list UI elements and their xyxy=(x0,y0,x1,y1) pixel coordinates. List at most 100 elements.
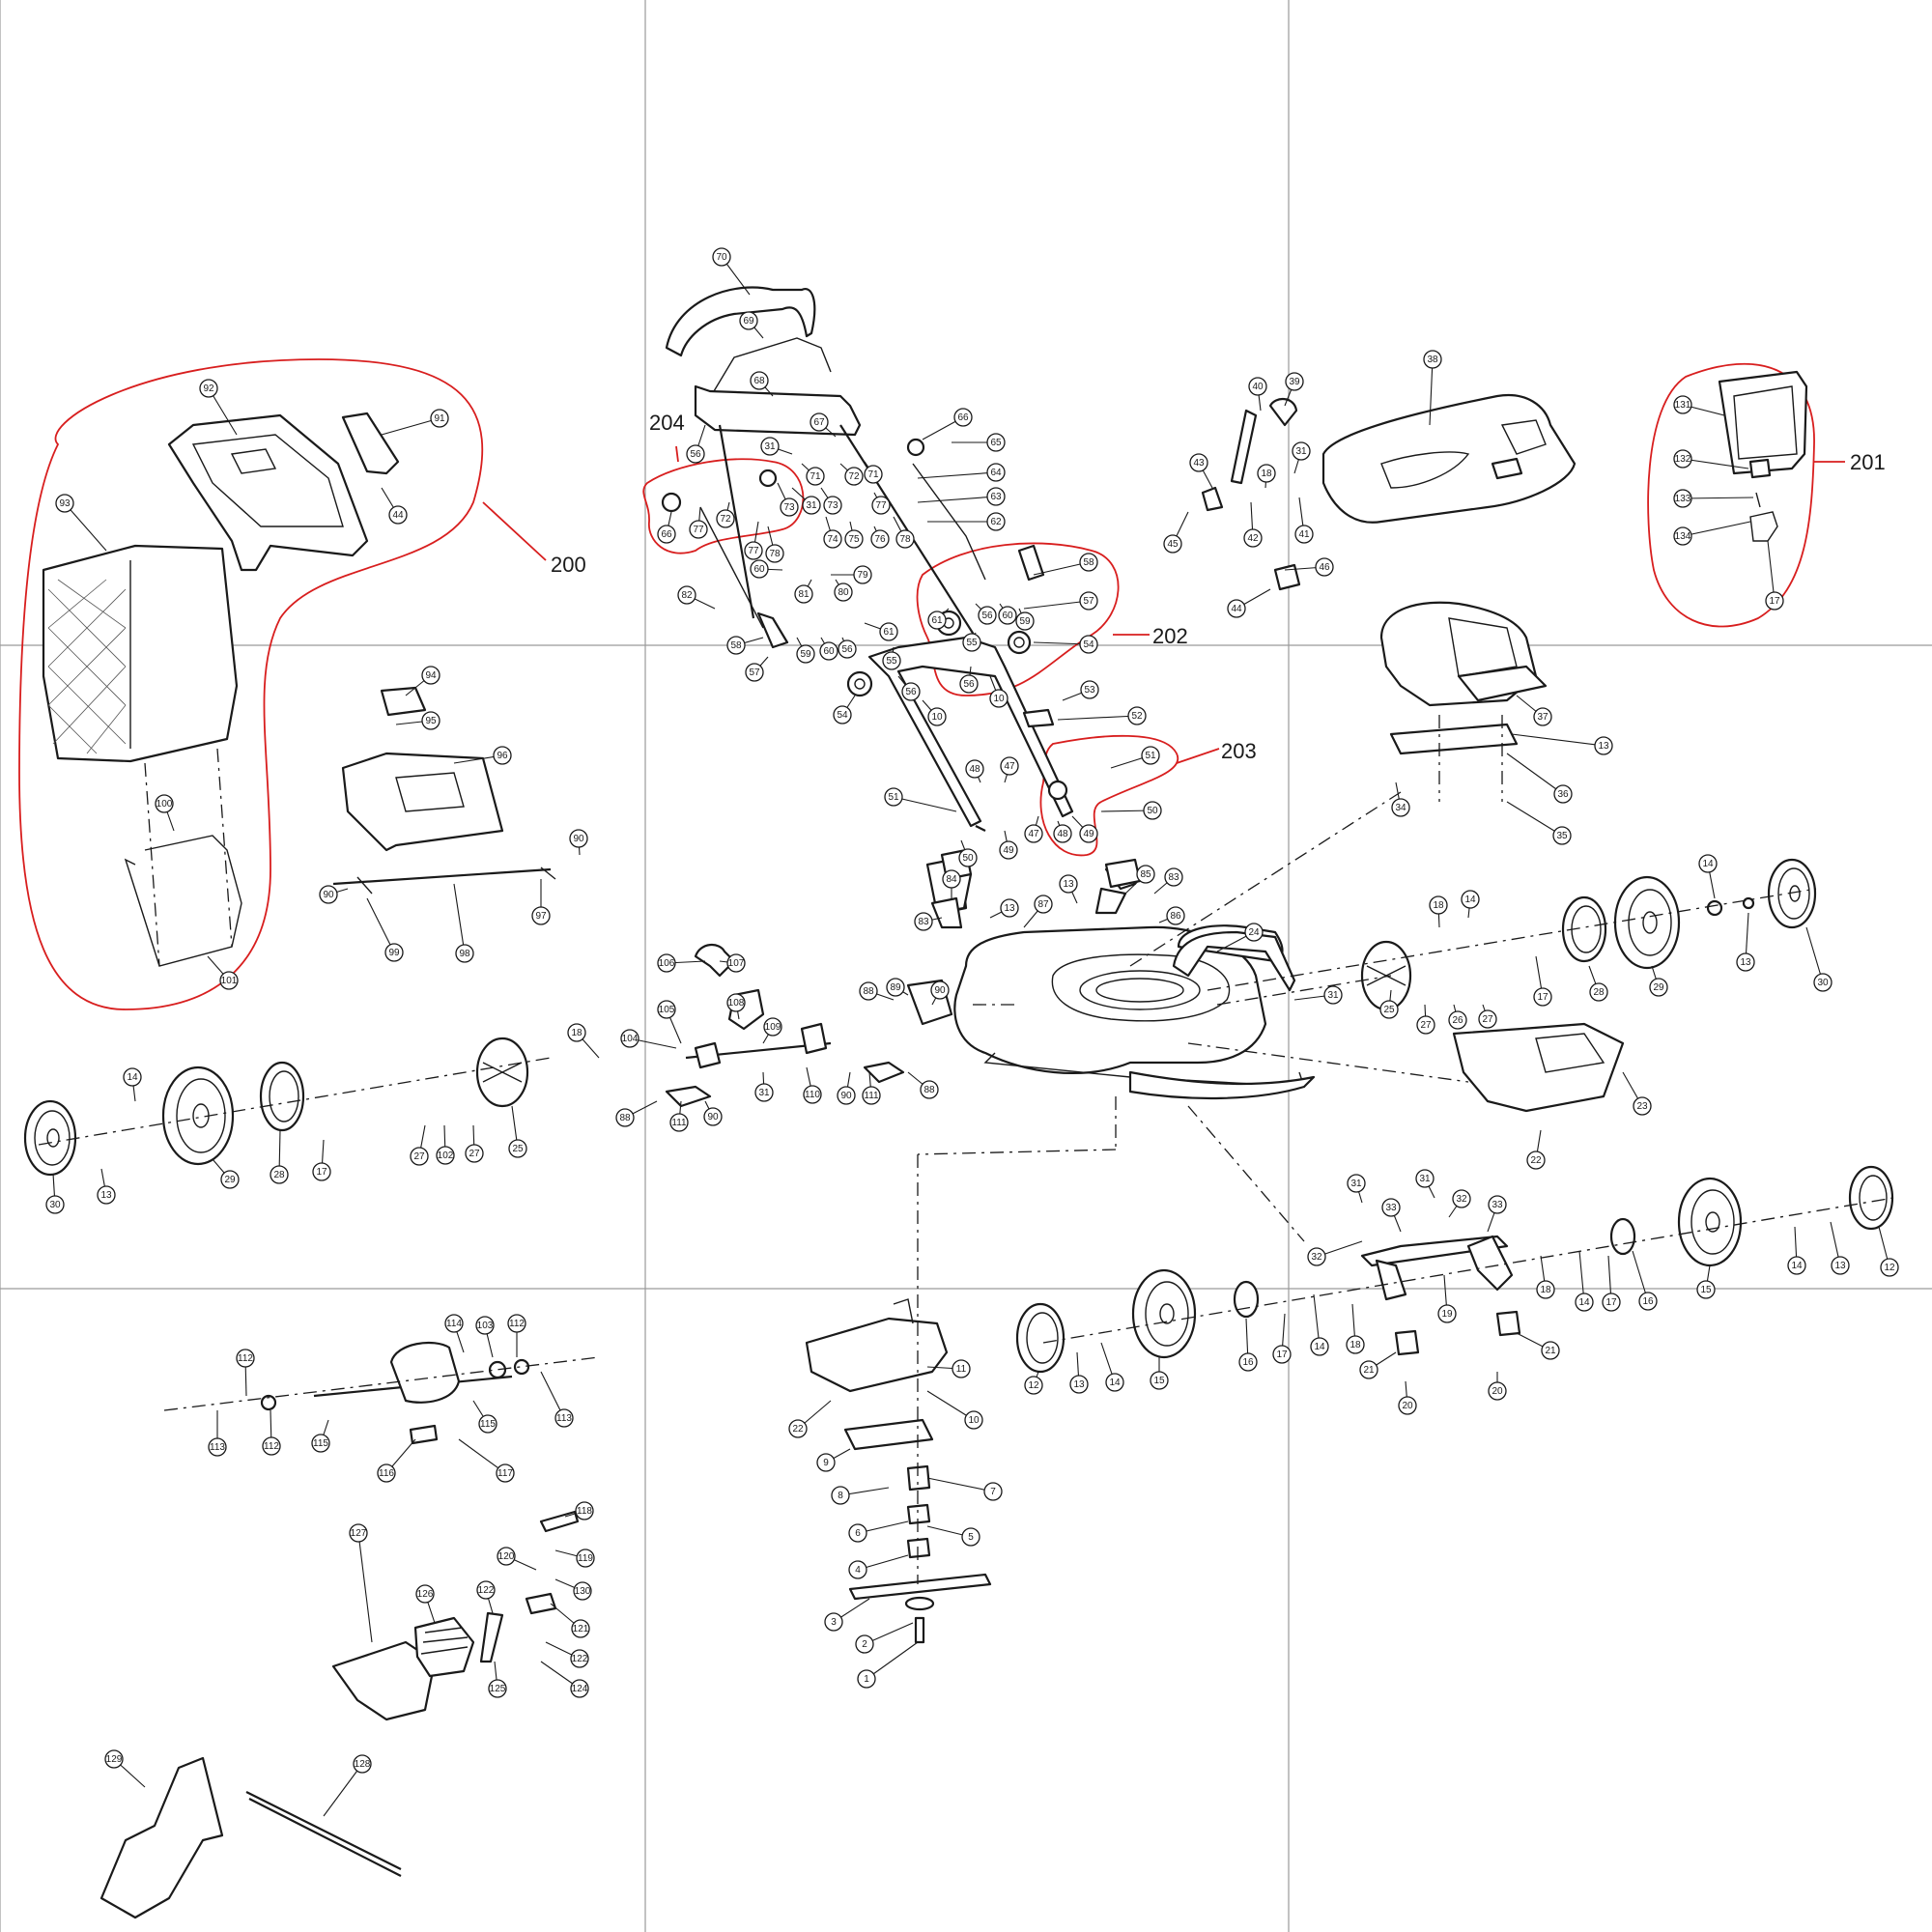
callout-circle xyxy=(1059,874,1078,894)
callout-number: 12 xyxy=(1028,1380,1039,1391)
part-callout-c120: 120 xyxy=(497,1547,537,1571)
callout-circle xyxy=(833,705,852,724)
part-callout-c47a: 47 xyxy=(1000,756,1019,783)
callout-circle xyxy=(834,582,853,602)
callout-number: 13 xyxy=(1834,1261,1846,1271)
callout-circle xyxy=(1488,1195,1507,1214)
group-label-203: 203 xyxy=(1221,739,1257,763)
part-callout-c59a: 59 xyxy=(796,637,815,664)
callout-circle xyxy=(410,1147,429,1166)
part-callout-c90c: 90 xyxy=(930,980,950,1006)
rear-wheel-right xyxy=(1613,875,1681,970)
callout-number: 132 xyxy=(1675,454,1691,465)
callout-number: 6 xyxy=(855,1528,861,1539)
callout-circle xyxy=(1150,1371,1169,1390)
part-callout-c13e: 13 xyxy=(97,1168,116,1205)
part-callout-c18b: 18 xyxy=(1429,895,1448,928)
callout-circle xyxy=(884,787,903,807)
callout-circle xyxy=(859,981,878,1001)
part-callout-c121: 121 xyxy=(550,1603,590,1638)
callout-circle xyxy=(496,1463,515,1483)
callout-number: 49 xyxy=(1003,845,1014,856)
callout-number: 126 xyxy=(417,1589,434,1600)
callout-circle xyxy=(570,1679,589,1698)
part-callout-c125: 125 xyxy=(488,1661,507,1698)
callout-number: 16 xyxy=(1642,1296,1654,1307)
callout-circle xyxy=(831,1486,850,1505)
callout-number: 77 xyxy=(875,500,887,511)
blade-assembly xyxy=(805,1298,992,1644)
callout-circle xyxy=(965,759,984,779)
callout-circle xyxy=(844,529,864,549)
callout-circle xyxy=(657,525,676,544)
part-callout-c18c: 18 xyxy=(567,1023,600,1059)
callout-number: 119 xyxy=(578,1553,593,1564)
callout-number: 64 xyxy=(990,468,1002,478)
handle-knob-lower xyxy=(846,670,873,697)
callout-circle xyxy=(1696,1280,1716,1299)
part-callout-c44a: 44 xyxy=(381,487,408,525)
callout-circle xyxy=(1000,756,1019,776)
blade xyxy=(848,1573,992,1601)
callout-circle xyxy=(780,497,799,517)
part-callout-c2: 2 xyxy=(855,1622,914,1654)
callout-number: 62 xyxy=(990,517,1002,527)
callout-circle xyxy=(444,1314,464,1333)
throttle-lever xyxy=(1268,398,1298,427)
callout-circle xyxy=(1359,1360,1378,1379)
part-callout-c77b: 77 xyxy=(871,492,891,515)
part-callout-c25b: 25 xyxy=(508,1105,527,1158)
callout-circle xyxy=(1227,599,1246,618)
callout-circle xyxy=(220,1170,240,1189)
part-callout-c67: 67 xyxy=(810,412,837,438)
callout-number: 112 xyxy=(509,1319,525,1329)
callout-circle xyxy=(576,1548,595,1568)
callout-circle xyxy=(1244,923,1264,942)
part-callout-c20b: 20 xyxy=(1488,1372,1507,1401)
part-callout-c17d: 17 xyxy=(1272,1313,1292,1364)
callout-circle xyxy=(1347,1174,1366,1193)
callout-circle xyxy=(1069,1375,1089,1394)
part-callout-c13g: 13 xyxy=(1069,1351,1089,1394)
callout-number: 109 xyxy=(765,1022,781,1033)
part-callout-c134: 134 xyxy=(1673,521,1751,546)
part-callout-c20a: 20 xyxy=(1398,1380,1417,1415)
callout-circle xyxy=(803,1085,822,1104)
part-callout-c105: 105 xyxy=(657,1000,682,1044)
callout-circle xyxy=(862,1086,881,1105)
callout-circle xyxy=(97,1185,116,1205)
part-callout-c111b: 111 xyxy=(862,1071,881,1105)
callout-circle xyxy=(1649,978,1668,997)
callout-number: 56 xyxy=(690,449,701,460)
callout-number: 60 xyxy=(753,564,765,575)
part-callout-c8: 8 xyxy=(831,1486,890,1505)
part-callout-c15b: 15 xyxy=(1150,1357,1169,1390)
callout-number: 122 xyxy=(478,1585,495,1596)
callout-number: 96 xyxy=(497,751,508,761)
callout-circle xyxy=(857,1669,876,1689)
callout-circle xyxy=(765,544,784,563)
callout-circle xyxy=(388,505,408,525)
callout-number: 43 xyxy=(1193,458,1205,469)
part-callout-c95: 95 xyxy=(395,711,440,730)
callout-circle xyxy=(1024,824,1043,843)
callout-circle xyxy=(1602,1293,1621,1312)
callout-circle xyxy=(569,829,588,848)
spring-clip xyxy=(479,1611,504,1663)
part-callout-c96: 96 xyxy=(453,746,512,765)
callout-number: 8 xyxy=(838,1491,843,1501)
control-lever-bracket xyxy=(1230,409,1258,485)
part-callout-c130: 130 xyxy=(554,1578,592,1601)
part-callout-c103: 103 xyxy=(475,1316,495,1358)
part-callout-c27b: 27 xyxy=(1478,1004,1497,1029)
callout-circle xyxy=(384,943,404,962)
callout-number: 50 xyxy=(962,853,974,864)
callout-number: 83 xyxy=(1168,872,1179,883)
part-callout-c29b: 29 xyxy=(212,1158,240,1189)
callout-number: 61 xyxy=(931,615,943,626)
callout-circle xyxy=(208,1437,227,1457)
part-callout-c86: 86 xyxy=(1158,906,1185,925)
handle-knob-right xyxy=(1007,630,1032,655)
part-callout-c56e: 56 xyxy=(897,675,921,701)
callout-number: 71 xyxy=(810,471,821,482)
